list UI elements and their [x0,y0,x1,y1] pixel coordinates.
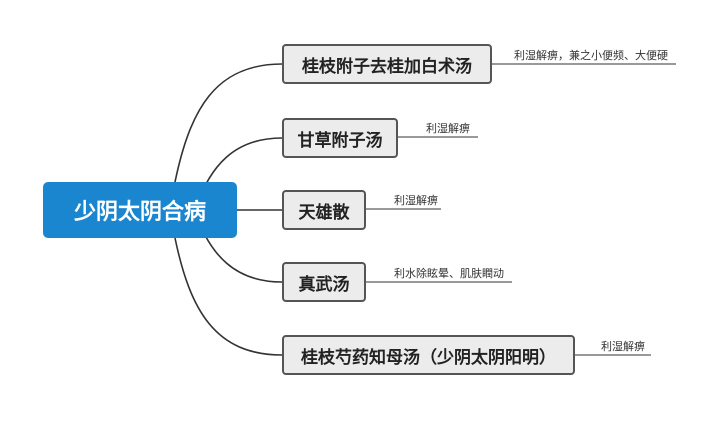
branch-note: 利湿解痹 [601,340,645,353]
branch-topic-label: 甘草附子汤 [297,130,383,151]
branch-topic[interactable]: 桂枝芍药知母汤（少阴太阴阳明） [282,335,575,375]
root-topic[interactable]: 少阴太阴合病 [43,182,237,238]
branch-topic-label: 桂枝芍药知母汤（少阴太阴阳明） [301,347,556,368]
branch-topic[interactable]: 真武汤 [282,262,366,302]
branch-note: 利湿解痹 [394,194,438,207]
branch-topic-label: 真武汤 [298,274,350,295]
link-root-branch-5 [174,237,283,356]
branch-note: 利水除眩晕、肌肤瞤动 [394,267,504,280]
branch-topic-label: 天雄散 [298,202,350,223]
branch-topic[interactable]: 天雄散 [282,190,366,230]
link-root-branch-1 [174,63,283,183]
branch-note: 利湿解痹，兼之小便频、大便硬 [514,49,668,62]
branch-topic-label: 桂枝附子去桂加白术汤 [302,56,472,77]
branch-note: 利湿解痹 [426,122,470,135]
root-topic-label: 少阴太阴合病 [73,200,206,225]
branch-topic[interactable]: 甘草附子汤 [282,118,398,158]
branch-topic[interactable]: 桂枝附子去桂加白术汤 [282,44,492,84]
